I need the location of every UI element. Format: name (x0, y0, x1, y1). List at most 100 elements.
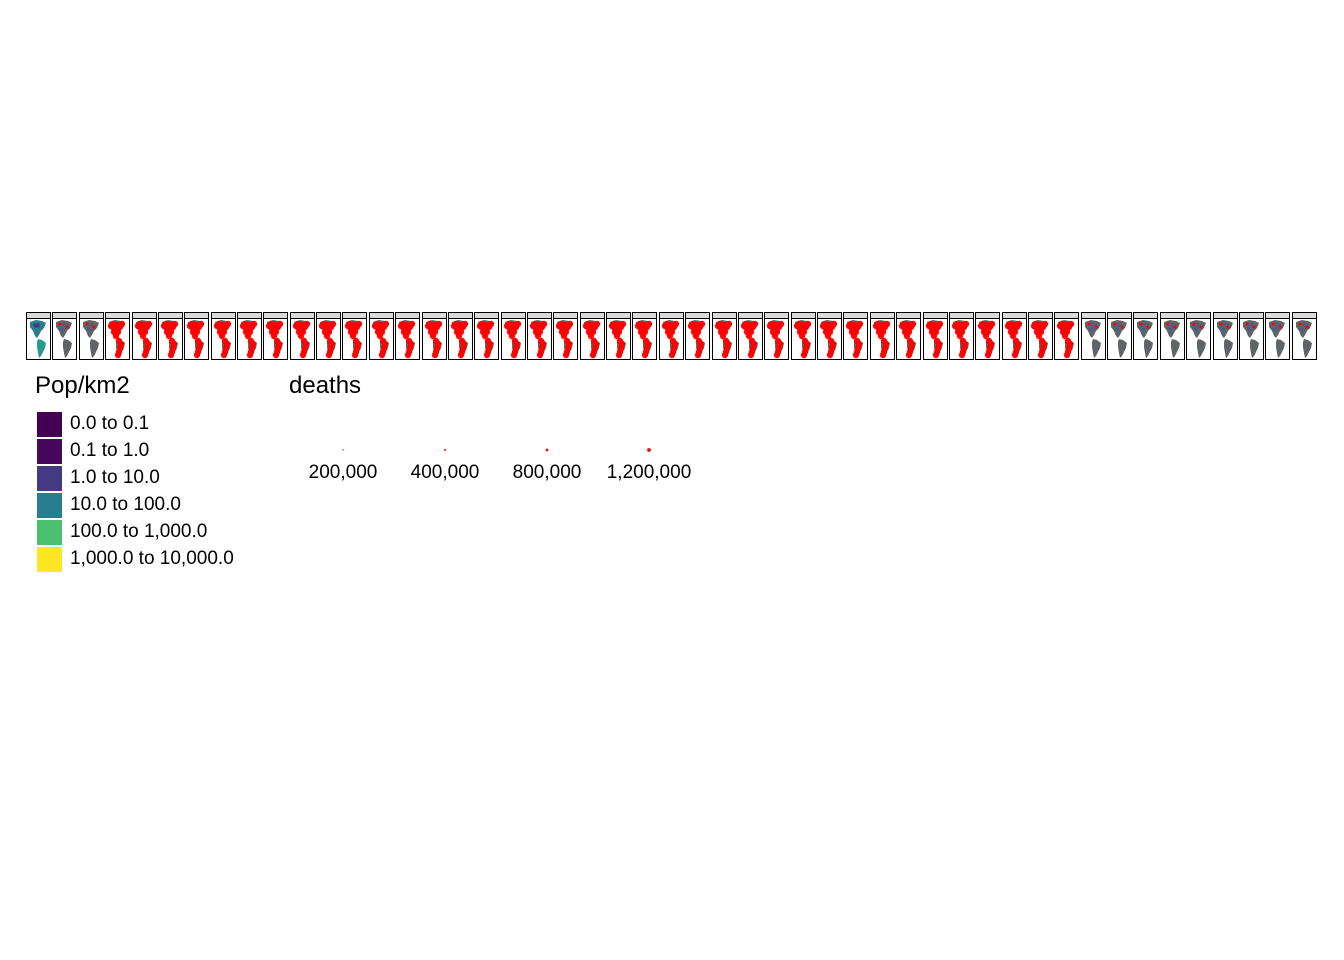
pop-legend-swatch (36, 411, 63, 438)
americas-map-icon (82, 320, 99, 358)
map-panel (1028, 312, 1053, 360)
map-panel-header (818, 313, 841, 319)
map-panel-header (106, 313, 130, 319)
americas-map-icon (1295, 320, 1312, 358)
deaths-legend-item: 1,200,000 (598, 440, 700, 484)
americas-map-icon (134, 320, 152, 359)
map-panel-header (158, 313, 182, 319)
map-panel (263, 312, 289, 360)
map-panel (500, 312, 526, 360)
map-panel-header (528, 313, 551, 319)
map-panel (817, 312, 842, 360)
map-panel-header (897, 313, 921, 319)
map-panel (1291, 312, 1317, 360)
americas-map-icon (424, 320, 442, 359)
americas-map-icon (872, 320, 890, 359)
deaths-legend-title: deaths (289, 372, 362, 399)
map-panel-header (475, 313, 499, 319)
americas-map-icon (1057, 320, 1075, 359)
deaths-legend-label: 400,000 (410, 462, 480, 483)
americas-map-icon (56, 320, 73, 358)
map-panel (26, 312, 51, 360)
map-panel (289, 312, 315, 360)
map-panel (711, 312, 737, 360)
map-panel (975, 312, 1001, 360)
americas-map-icon (1163, 320, 1180, 358)
map-panel (474, 312, 500, 360)
americas-map-icon (977, 320, 996, 359)
map-panel (869, 312, 895, 360)
map-panel (737, 312, 763, 360)
americas-map-icon (371, 320, 389, 359)
map-panel (843, 312, 869, 360)
map-panel-header (343, 313, 367, 319)
map-panel-header (290, 313, 314, 319)
map-panel (52, 312, 78, 360)
americas-map-icon (503, 320, 521, 359)
map-panel-header (53, 313, 77, 319)
map-panel (421, 312, 447, 360)
map-panel (658, 312, 684, 360)
map-panel (606, 312, 632, 360)
map-panel-header (1292, 313, 1316, 319)
map-panel (632, 312, 658, 360)
americas-map-icon (30, 320, 46, 358)
pop-legend-swatch (36, 546, 63, 573)
map-panel (236, 312, 262, 360)
deaths-legend-label: 1,200,000 (606, 462, 692, 483)
pop-legend-label: 1.0 to 10.0 (70, 467, 160, 488)
map-panel (184, 312, 210, 360)
map-panel-header (448, 313, 472, 319)
map-panel (1001, 312, 1027, 360)
americas-map-icon (476, 320, 495, 359)
map-panel-header (422, 313, 446, 319)
americas-map-icon (556, 320, 574, 359)
map-panel (78, 312, 104, 360)
map-panel (1265, 312, 1291, 360)
americas-map-icon (898, 320, 917, 359)
americas-map-icon (186, 320, 205, 359)
map-panel-header (686, 313, 710, 319)
map-panel (1054, 312, 1080, 360)
americas-map-icon (767, 320, 785, 359)
map-panel-header (185, 313, 209, 319)
map-panel-header (211, 313, 235, 319)
americas-map-icon (1084, 320, 1101, 358)
map-panel (395, 312, 421, 360)
americas-map-icon (714, 320, 732, 359)
map-panel (1107, 312, 1133, 360)
deaths-bubble-icon (647, 448, 651, 452)
map-panel (157, 312, 183, 360)
map-panel-header (580, 313, 604, 319)
map-panel-header (554, 313, 578, 319)
americas-map-icon (740, 320, 759, 359)
map-panel (553, 312, 579, 360)
map-panel-header (1266, 313, 1290, 319)
pop-legend-swatch (36, 519, 63, 546)
map-panel (579, 312, 605, 360)
map-panel-header (27, 313, 50, 319)
map-panel-header (1081, 313, 1105, 319)
deaths-legend-label: 800,000 (512, 462, 582, 483)
map-panel (316, 312, 341, 360)
americas-map-icon (1030, 320, 1049, 359)
americas-map-icon (213, 320, 231, 359)
map-panel (685, 312, 711, 360)
americas-map-icon (450, 320, 469, 359)
map-panel (1186, 312, 1212, 360)
map-panel-header (607, 313, 631, 319)
map-panel (790, 312, 816, 360)
map-panel-header (396, 313, 420, 319)
americas-map-icon (397, 320, 416, 359)
map-panel (1159, 312, 1185, 360)
map-panel (948, 312, 974, 360)
americas-map-icon (687, 320, 706, 359)
map-panel-header (317, 313, 340, 319)
americas-map-icon (608, 320, 627, 359)
americas-map-icon (1004, 320, 1022, 359)
pop-legend-label: 1,000.0 to 10,000.0 (70, 548, 234, 569)
map-panel-header (1055, 313, 1079, 319)
map-panel-header (1160, 313, 1184, 319)
americas-map-icon (1190, 320, 1207, 358)
americas-map-icon (819, 320, 838, 359)
